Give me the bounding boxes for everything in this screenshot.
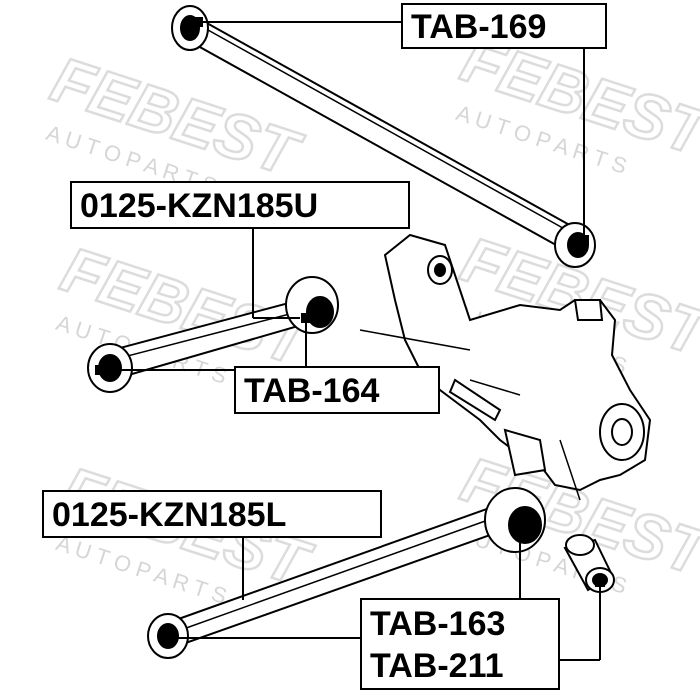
part-label-tab169: TAB-169 <box>401 3 607 49</box>
part-label-tab164: TAB-164 <box>234 366 440 414</box>
knuckle-assembly <box>359 233 652 501</box>
part-number: TAB-211 <box>370 647 504 685</box>
part-label-kzn185l: 0125-KZN185L <box>42 490 382 538</box>
part-number: 0125-KZN185L <box>52 496 287 534</box>
part-label-kzn185u: 0125-KZN185U <box>70 181 410 229</box>
leader-lines <box>95 17 605 661</box>
part-number: TAB-163 <box>370 605 506 643</box>
part-number: 0125-KZN185U <box>80 187 319 225</box>
part-label-tab163-tab211: TAB-163 TAB-211 <box>360 598 560 690</box>
part-number: TAB-169 <box>411 8 547 46</box>
middle-control-arm <box>87 276 339 393</box>
part-number: TAB-164 <box>244 372 380 410</box>
